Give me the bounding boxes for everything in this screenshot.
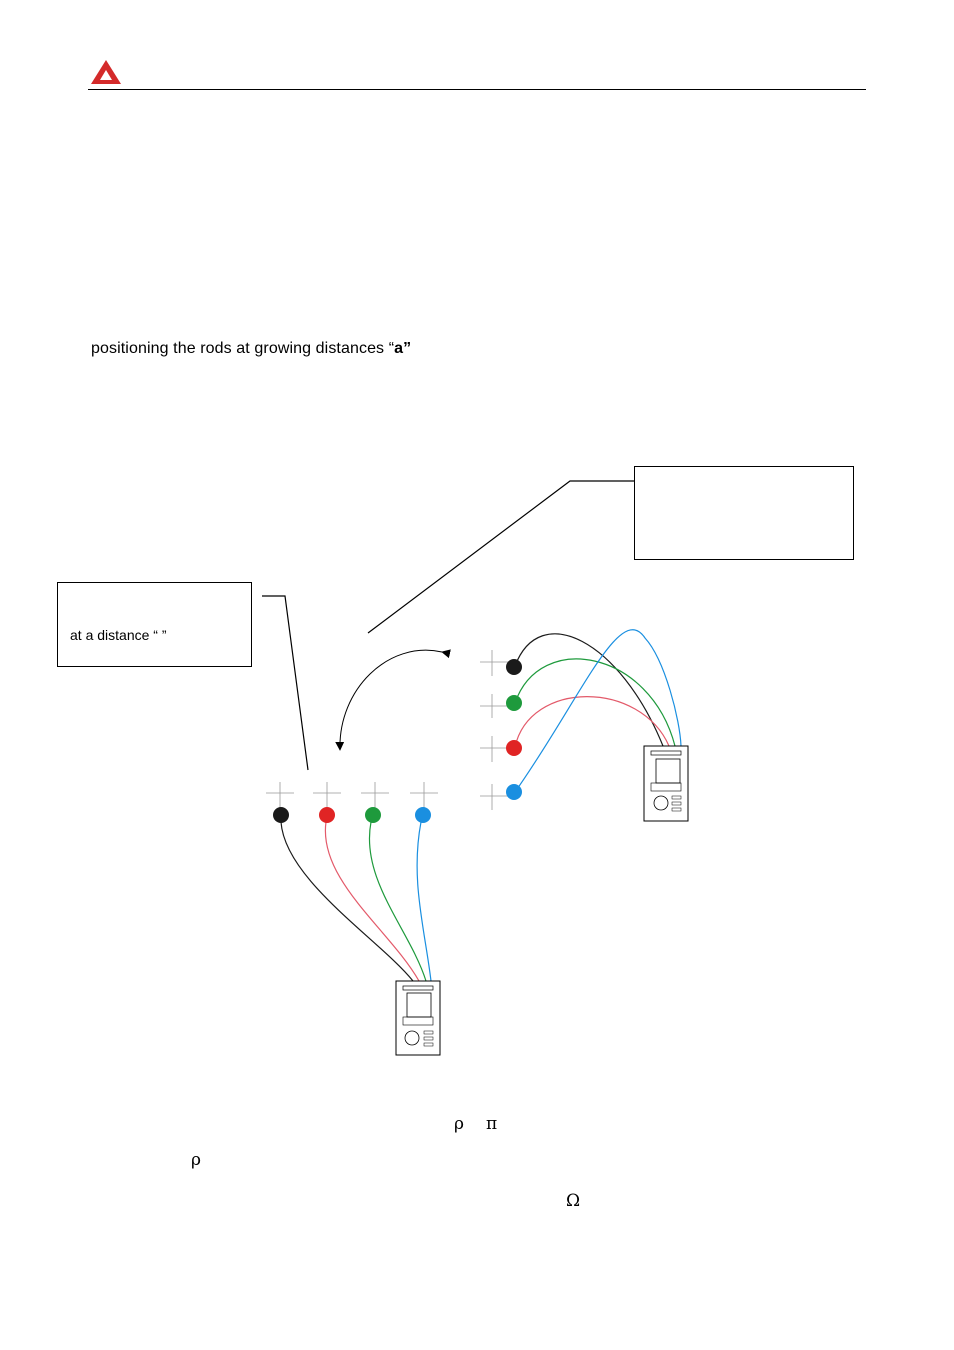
probe-green-bottom bbox=[365, 807, 381, 823]
tester-instrument-bottom bbox=[395, 980, 441, 1056]
tester-instrument-right bbox=[643, 745, 689, 822]
callout-left-leader bbox=[262, 595, 309, 771]
wire-black-right bbox=[514, 633, 664, 747]
wire-green-right bbox=[514, 658, 676, 747]
brand-logo-icon bbox=[91, 60, 121, 84]
body-text-line: positioning the rods at growing distance… bbox=[91, 340, 411, 358]
body-text-bold: a” bbox=[394, 340, 412, 357]
header-rule bbox=[88, 89, 866, 90]
probe-row-bottom bbox=[266, 782, 438, 982]
wire-black-bottom bbox=[280, 821, 414, 982]
callout-box-right bbox=[634, 466, 854, 560]
probe-red-right bbox=[506, 740, 522, 756]
callout-box-left: at a distance “ ” bbox=[57, 582, 252, 667]
wire-blue-bottom bbox=[416, 821, 432, 982]
wire-blue-right bbox=[514, 629, 682, 793]
probe-row-right bbox=[480, 629, 682, 810]
rho-symbol-2: ρ bbox=[191, 1150, 201, 1170]
probe-blue-right bbox=[506, 784, 522, 800]
wire-red-right bbox=[514, 696, 670, 748]
callout-left-text: at a distance “ ” bbox=[70, 627, 167, 643]
wire-green-bottom bbox=[368, 821, 427, 982]
body-text-prefix: positioning the rods at growing distance… bbox=[91, 340, 395, 357]
probe-black-right bbox=[506, 659, 522, 675]
rho-symbol-1: ρ bbox=[454, 1114, 464, 1134]
probe-black-bottom bbox=[273, 807, 289, 823]
wire-red-bottom bbox=[324, 821, 420, 982]
probe-green-right bbox=[506, 695, 522, 711]
callout-right-leader bbox=[367, 480, 634, 634]
probe-blue-bottom bbox=[415, 807, 431, 823]
rotation-arrow bbox=[335, 649, 451, 751]
probe-red-bottom bbox=[319, 807, 335, 823]
pi-symbol: π bbox=[486, 1114, 498, 1134]
omega-symbol: Ω bbox=[566, 1191, 581, 1211]
